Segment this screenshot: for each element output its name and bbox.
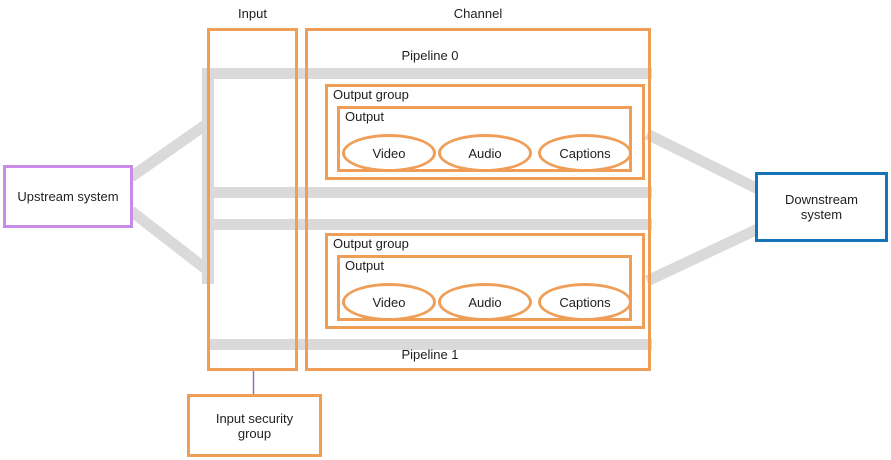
flow-band-mid-upper xyxy=(202,187,652,198)
output-group-label: Output group xyxy=(333,236,409,251)
ellipse-captions: Captions xyxy=(538,283,632,321)
flow-diagonal-upstream-top xyxy=(127,116,215,182)
ellipse-captions: Captions xyxy=(538,134,632,172)
ellipse-video-label: Video xyxy=(372,294,406,310)
flow-diagonal-upstream-bottom xyxy=(127,206,215,278)
input-security-group-node: Input security group xyxy=(187,394,322,457)
ellipse-audio: Audio xyxy=(438,134,532,172)
ellipse-captions-label: Captions xyxy=(559,145,611,161)
ellipse-captions-label: Captions xyxy=(559,294,611,310)
output-box-label: Output xyxy=(345,258,385,273)
channel-box xyxy=(305,28,651,371)
upstream-system-label: Upstream system xyxy=(17,189,119,204)
downstream-system-node: Downstream system xyxy=(755,172,888,242)
ellipse-audio-label: Audio xyxy=(468,294,502,310)
output-box: Output Video Audio Captions xyxy=(337,255,632,321)
input-box xyxy=(207,28,298,371)
ellipse-audio: Audio xyxy=(438,283,532,321)
upstream-system-node: Upstream system xyxy=(3,165,133,228)
flow-band-top xyxy=(202,68,652,79)
output-group-0: Output group Output Video Audio Captions xyxy=(325,84,645,180)
pipeline-0-label: Pipeline 0 xyxy=(401,48,459,63)
label-channel: Channel xyxy=(453,6,503,21)
output-group-label: Output group xyxy=(333,87,409,102)
output-box-label: Output xyxy=(345,109,385,124)
input-security-group-label: Input security group xyxy=(215,410,294,441)
ellipse-audio-label: Audio xyxy=(468,145,502,161)
ellipse-video: Video xyxy=(342,134,436,172)
flow-band-mid-lower xyxy=(202,219,652,230)
flow-diagonal-downstream-top xyxy=(644,129,763,195)
flow-band-bottom xyxy=(208,339,652,350)
output-box: Output Video Audio Captions xyxy=(337,106,632,172)
flow-diagonal-downstream-bottom xyxy=(644,223,763,286)
ellipse-video: Video xyxy=(342,283,436,321)
ellipse-video-label: Video xyxy=(372,145,406,161)
pipeline-1-label: Pipeline 1 xyxy=(401,347,459,362)
downstream-system-label: Downstream system xyxy=(785,192,858,222)
output-group-1: Output group Output Video Audio Captions xyxy=(325,233,645,329)
label-input: Input xyxy=(238,6,267,21)
